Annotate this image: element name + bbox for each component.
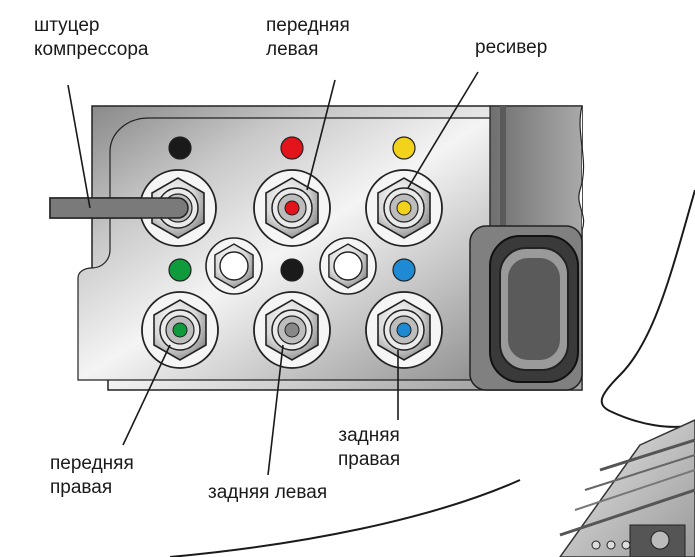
fitting-rear-left [253,291,331,369]
label-receiver: ресивер [475,36,547,60]
leader-receiver [407,71,479,189]
marker-compressor [168,136,192,160]
plug-left [205,237,263,295]
fitting-rear-right-port-dot [396,322,412,338]
plug-right [319,237,377,295]
label-front-right-line1: передняя [50,453,134,474]
compressor-hose-end [49,197,189,219]
label-compressor-line1: штуцер [34,15,100,36]
fitting-receiver [365,169,443,247]
fitting-front-left [253,169,331,247]
label-receiver-text: ресивер [475,37,548,58]
marker-receiver [392,136,416,160]
marker-rear-right [392,258,416,282]
label-rear-left: задняя левая [208,481,327,505]
leader-lines [67,71,479,476]
label-compressor-line2: компрессора [34,39,149,60]
fitting-rear-left-port-dot [284,322,300,338]
fitting-front-left-port-dot [284,200,300,216]
leader-rear-left [267,344,284,476]
callout-bubble-outline [600,189,695,428]
wheel-detail [559,419,695,557]
fitting-front-right [141,291,219,369]
label-rear-left-text: задняя левая [208,482,328,503]
label-rear-right-line2: правая [338,449,401,470]
label-front-right-line2: правая [50,477,113,498]
label-compressor-fitting: штуцер компрессора [34,14,149,62]
fitting-rear-right [365,291,443,369]
fitting-front-right-port-dot [172,322,188,338]
label-rear-right-line1: задняя [338,425,400,446]
marker-front-right [168,258,192,282]
leader-compressor [67,84,91,209]
label-rear-right: задняя правая [338,424,400,472]
marker-front-left [280,136,304,160]
leader-front-left [306,79,336,191]
leader-front-right [122,344,171,446]
label-front-right: передняя правая [50,452,134,500]
label-front-left-line2: левая [266,39,319,60]
marker-center [280,258,304,282]
label-front-left-line1: передняя [266,15,350,36]
fitting-receiver-port-dot [396,200,412,216]
label-front-left: передняя левая [266,14,350,62]
callout-bubble-bottom [169,479,521,557]
